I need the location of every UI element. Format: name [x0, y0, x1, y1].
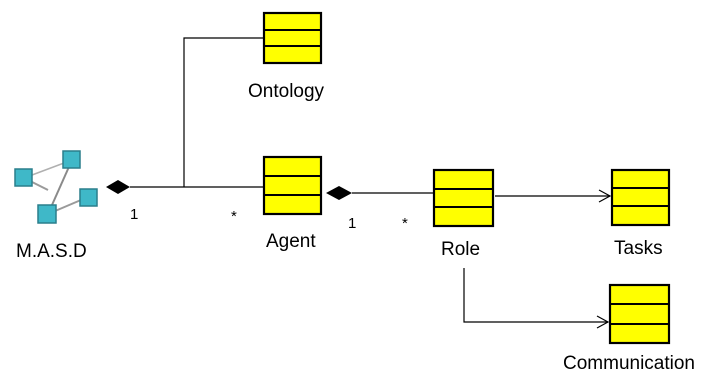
communication-class-box[interactable]: [608, 283, 671, 345]
multiplicity-agent-source: 1: [348, 215, 357, 232]
ontology-class-box[interactable]: [262, 11, 323, 65]
multiplicity-masd-agent-target: *: [231, 208, 237, 225]
agent-label: Agent: [266, 231, 316, 252]
multiplicity-agent-role-target: *: [402, 215, 408, 232]
multiplicity-masd-source: 1: [130, 206, 139, 223]
network-icon[interactable]: [14, 150, 98, 224]
role-communication-arrow: [463, 268, 610, 329]
role-label: Role: [441, 239, 481, 260]
ontology-label: Ontology: [248, 81, 325, 102]
role-class-box[interactable]: [432, 168, 495, 228]
agent-class-box[interactable]: [262, 155, 323, 216]
communication-label: Communication: [563, 353, 695, 374]
masd-composition-diamond: [106, 180, 130, 194]
tasks-label: Tasks: [614, 238, 663, 259]
tasks-class-box[interactable]: [610, 168, 671, 227]
agent-composition-diamond: [326, 186, 352, 200]
masd-ontology-link: [183, 37, 264, 187]
masd-label: M.A.S.D: [16, 241, 87, 262]
